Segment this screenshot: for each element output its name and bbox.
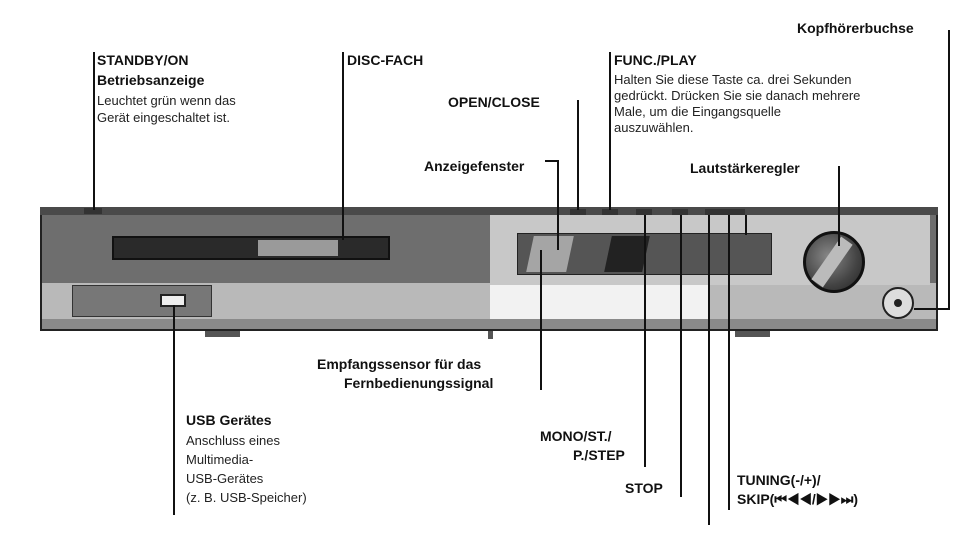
leader-func xyxy=(609,52,611,210)
leader-stop xyxy=(680,215,682,497)
label-stop: STOP xyxy=(625,480,663,496)
leader-anzeige-h xyxy=(545,160,559,162)
leader-open-close xyxy=(577,100,579,210)
display-window-sheen xyxy=(526,236,574,272)
usb-panel xyxy=(72,285,212,317)
label-tuning2: SKIP(⏮◀◀/▶▶⏭) xyxy=(737,491,859,507)
label-standby-desc1: Leuchtet grün wenn das xyxy=(97,93,236,108)
leader-mono xyxy=(644,215,646,467)
device-bottom-edge xyxy=(40,319,938,331)
label-kopfhoerer: Kopfhörerbuchse xyxy=(797,20,914,36)
label-disc: DISC-FACH xyxy=(347,52,424,68)
device-top-edge xyxy=(40,207,938,215)
leader-lautstaerke xyxy=(838,166,840,246)
tuning-button[interactable] xyxy=(705,209,745,215)
leader-tuning-a xyxy=(708,215,710,525)
leader-usb xyxy=(173,305,175,515)
label-standby-title: STANDBY/ON xyxy=(97,52,189,68)
leader-kopfhoerer-h xyxy=(914,308,950,310)
label-usb-desc4: (z. B. USB-Speicher) xyxy=(186,490,307,505)
device-foot-left xyxy=(205,331,240,337)
label-standby-desc2: Gerät eingeschaltet ist. xyxy=(97,110,230,125)
leader-tuning-c xyxy=(745,215,747,235)
label-open-close: OPEN/CLOSE xyxy=(448,94,540,110)
leader-standby xyxy=(93,52,95,210)
device-foot-center xyxy=(488,331,493,339)
label-usb-title: USB Gerätes xyxy=(186,412,272,428)
label-mono2: P./STEP xyxy=(573,447,625,463)
label-func-desc3: Male, um die Eingangsquelle xyxy=(614,104,781,119)
label-usb-desc3: USB-Gerätes xyxy=(186,471,264,486)
func-play-button[interactable] xyxy=(602,209,618,215)
label-usb-desc2: Multimedia- xyxy=(186,452,254,467)
leader-kopfhoerer xyxy=(948,30,950,310)
label-standby-sub: Betriebsanzeige xyxy=(97,72,205,88)
label-sensor1: Empfangssensor für das xyxy=(317,356,482,372)
stop-button[interactable] xyxy=(672,209,688,215)
label-mono1: MONO/ST./ xyxy=(540,428,612,444)
label-lautstaerke: Lautstärkeregler xyxy=(690,160,800,176)
leader-sensor xyxy=(540,250,542,390)
label-anzeige: Anzeigefenster xyxy=(424,158,525,174)
leader-anzeige xyxy=(557,160,559,250)
leader-tuning-b xyxy=(728,215,730,510)
open-close-button[interactable] xyxy=(570,209,586,215)
headphone-jack-hole xyxy=(894,299,902,307)
panel-white-strip xyxy=(490,285,708,319)
display-window-dark xyxy=(604,236,650,272)
mono-button[interactable] xyxy=(636,209,652,215)
label-func-title: FUNC./PLAY xyxy=(614,52,697,68)
label-func-desc2: gedrückt. Drücken Sie sie danach mehrere xyxy=(614,88,861,103)
disc-tray[interactable] xyxy=(112,236,390,260)
label-func-desc4: auszuwählen. xyxy=(614,120,694,135)
label-tuning1: TUNING(-/+)/ xyxy=(737,472,821,488)
label-func-desc1: Halten Sie diese Taste ca. drei Sekunden xyxy=(614,72,852,87)
label-sensor2: Fernbedienungssignal xyxy=(344,375,494,391)
device-foot-right xyxy=(735,331,770,337)
disc-tray-highlight xyxy=(258,240,338,256)
leader-disc xyxy=(342,52,344,240)
standby-button[interactable] xyxy=(84,208,102,214)
label-usb-desc1: Anschluss eines xyxy=(186,433,280,448)
